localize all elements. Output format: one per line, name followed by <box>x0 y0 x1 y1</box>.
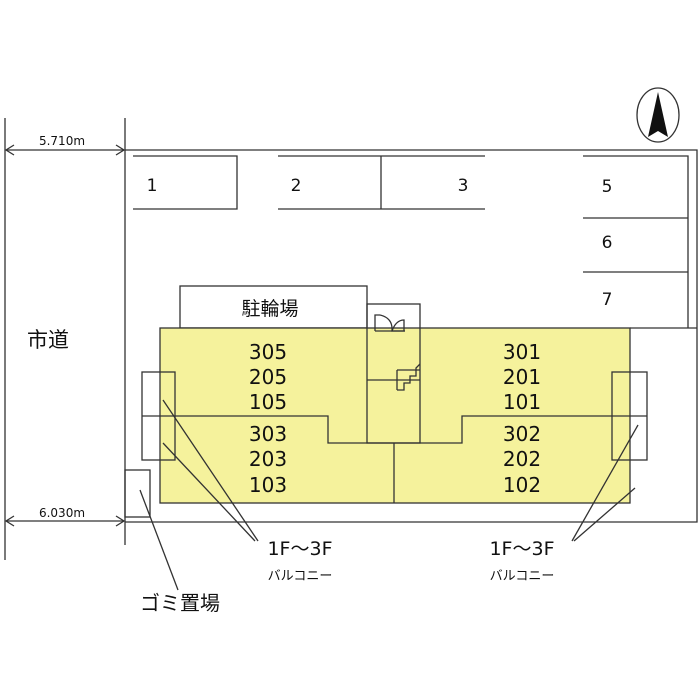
parking-space-5-7 <box>583 155 689 328</box>
balcony-left-floors: 1F～3F <box>267 538 332 560</box>
unit-number: 205 <box>249 365 287 389</box>
unit-number: 301 <box>503 340 541 364</box>
bicycle-parking-label: 駐輪場 <box>241 298 298 320</box>
road-label: 市道 <box>27 328 69 352</box>
balcony-right-floors: 1F～3F <box>489 538 554 560</box>
unit-number: 202 <box>503 447 541 471</box>
garbage-area-label: ゴミ置場 <box>140 591 220 615</box>
unit-number: 105 <box>249 390 287 414</box>
parking-space-2-3 <box>278 155 485 210</box>
door-icon <box>374 314 405 332</box>
stairs-icon <box>396 363 421 391</box>
unit-divider <box>175 415 612 444</box>
unit-number: 303 <box>249 422 287 446</box>
balcony-right <box>611 371 648 461</box>
units-right-bottom: 302 202 102 <box>503 422 541 497</box>
parking-number: 5 <box>602 177 613 197</box>
unit-number: 103 <box>249 473 287 497</box>
units-left-bottom: 303 203 103 <box>249 422 287 497</box>
dimension-bottom <box>4 515 126 527</box>
balcony-left-label: バルコニー <box>268 569 333 584</box>
leader-lines <box>139 399 639 591</box>
parking-number: 3 <box>458 176 469 196</box>
unit-number: 201 <box>503 365 541 389</box>
parking-space-1 <box>133 155 238 210</box>
units-left-top: 305 205 105 <box>249 340 287 414</box>
unit-number: 203 <box>249 447 287 471</box>
dimension-bottom-label: 6.030m <box>39 506 85 520</box>
unit-number: 101 <box>503 390 541 414</box>
north-arrow-icon <box>636 87 680 143</box>
units-right-top: 301 201 101 <box>503 340 541 414</box>
site-boundary <box>125 149 698 523</box>
dimension-top <box>4 144 126 156</box>
balcony-left <box>141 371 176 461</box>
dimension-top-label: 5.710m <box>39 134 85 148</box>
unit-number: 102 <box>503 473 541 497</box>
unit-number: 302 <box>503 422 541 446</box>
unit-number: 305 <box>249 340 287 364</box>
parking-number: 7 <box>602 290 613 310</box>
balcony-right-label: バルコニー <box>490 569 555 584</box>
parking-number: 1 <box>147 176 158 196</box>
parking-number: 6 <box>602 233 613 253</box>
parking-number: 2 <box>291 176 302 196</box>
garbage-area <box>124 469 151 518</box>
